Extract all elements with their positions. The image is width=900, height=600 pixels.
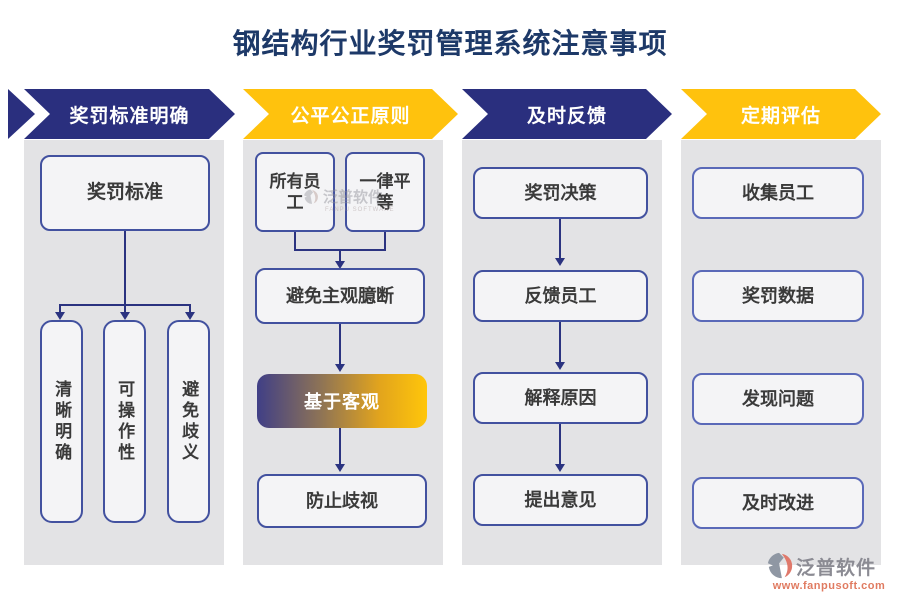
node-avoid-ambiguity: 避免歧义 — [167, 320, 210, 523]
column-header-rewards-standard: 奖罚标准明确 — [24, 89, 235, 139]
node-raise-opinions: 提出意见 — [473, 474, 648, 526]
arrowhead-icon — [185, 312, 195, 320]
node-all-employees: 所有员工 — [255, 152, 335, 232]
fanpu-logo-icon — [767, 552, 793, 579]
connector-line — [384, 232, 386, 251]
node-timely-improve: 及时改进 — [692, 477, 864, 529]
chevron-lead-icon — [8, 89, 35, 139]
connector-line — [559, 219, 561, 259]
connector-line — [339, 428, 341, 465]
node-explain-reason: 解释原因 — [473, 372, 648, 424]
node-reward-standard: 奖罚标准 — [40, 155, 210, 231]
connector-line — [124, 304, 126, 313]
arrowhead-icon — [335, 261, 345, 269]
connector-line — [559, 322, 561, 363]
arrowhead-icon — [555, 258, 565, 266]
arrowhead-icon — [555, 362, 565, 370]
page-title: 钢结构行业奖罚管理系统注意事项 — [232, 28, 668, 59]
node-find-problems: 发现问题 — [692, 373, 864, 425]
connector-line — [339, 324, 341, 365]
header-label: 公平公正原则 — [290, 105, 411, 127]
connector-line — [294, 232, 296, 251]
footer-website: www.fanpusoft.com — [772, 580, 886, 592]
footer-brand: 泛普软件 — [796, 557, 877, 579]
arrowhead-icon — [120, 312, 130, 320]
watermark: 泛普软件 FANPU SOFTWARE — [303, 186, 433, 213]
vertical-label: 清晰明确 — [52, 379, 72, 464]
vertical-label: 避免歧义 — [179, 379, 199, 464]
arrowhead-icon — [555, 464, 565, 472]
connector-line — [189, 304, 191, 313]
header-label: 及时反馈 — [526, 105, 607, 127]
header-label: 奖罚标准明确 — [69, 105, 190, 127]
column-header-periodic-review: 定期评估 — [681, 89, 881, 139]
node-equal-treatment: 一律平等 — [345, 152, 425, 232]
node-operable: 可操作性 — [103, 320, 146, 523]
column-header-fairness: 公平公正原则 — [243, 89, 458, 139]
column-header-timely-feedback: 及时反馈 — [462, 89, 672, 139]
arrowhead-icon — [335, 464, 345, 472]
watermark-subtitle: FANPU SOFTWARE — [325, 207, 395, 213]
node-based-on-objectivity: 基于客观 — [257, 374, 427, 428]
watermark-logo-icon — [304, 189, 318, 204]
connector-line — [59, 304, 61, 313]
vertical-label: 可操作性 — [115, 379, 135, 464]
footer-logo: 泛普软件 www.fanpusoft.com — [766, 552, 892, 592]
connector-line — [559, 424, 561, 465]
arrowhead-icon — [55, 312, 65, 320]
node-avoid-subjectivity: 避免主观臆断 — [255, 268, 425, 324]
node-reward-data: 奖罚数据 — [692, 270, 864, 322]
header-label: 定期评估 — [740, 105, 821, 127]
node-prevent-discrimination: 防止歧视 — [257, 474, 427, 528]
arrowhead-icon — [335, 364, 345, 372]
node-reward-decision: 奖罚决策 — [473, 167, 648, 219]
connector-line — [339, 249, 341, 262]
node-feedback-employees: 反馈员工 — [473, 270, 648, 322]
node-clear-explicit: 清晰明确 — [40, 320, 83, 523]
connector-line — [124, 231, 126, 305]
watermark-brand: 泛普软件 — [323, 189, 384, 206]
node-collect-employee: 收集员工 — [692, 167, 864, 219]
